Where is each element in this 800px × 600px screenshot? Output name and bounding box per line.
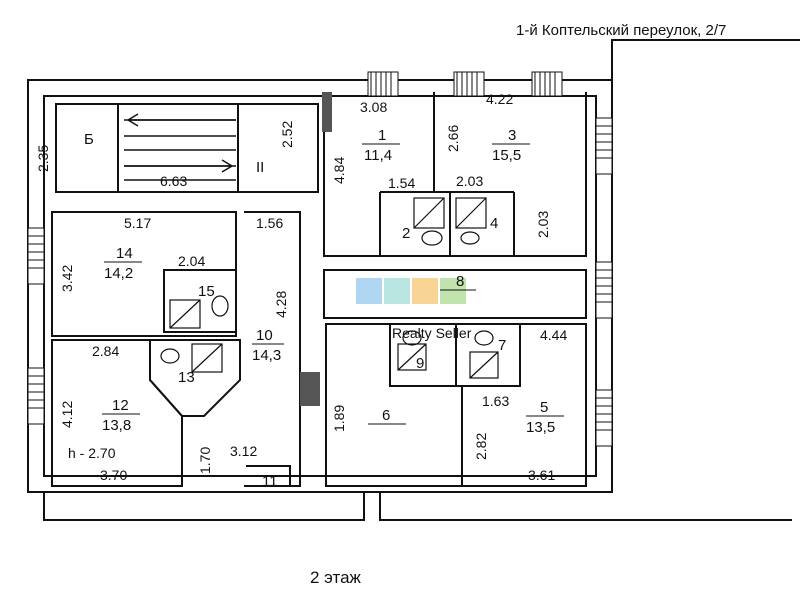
svg-text:2.04: 2.04: [178, 253, 205, 269]
room-b: Б 2.35 6.63: [35, 131, 187, 189]
svg-text:14,3: 14,3: [252, 347, 281, 364]
room-8: 9: [416, 355, 424, 372]
svg-text:3: 3: [508, 127, 516, 144]
svg-text:1.56: 1.56: [256, 215, 283, 231]
svg-text:14,2: 14,2: [104, 265, 133, 282]
svg-text:4.84: 4.84: [331, 157, 347, 184]
svg-text:13,5: 13,5: [526, 419, 555, 436]
svg-text:4: 4: [490, 215, 498, 232]
svg-text:2.03: 2.03: [456, 173, 483, 189]
svg-text:1.89: 1.89: [331, 405, 347, 432]
floor-label: 2 этаж: [310, 568, 361, 587]
svg-text:1.63: 1.63: [482, 393, 509, 409]
watermark-logo: [356, 278, 466, 304]
room-2: 1.54 2: [388, 175, 415, 242]
svg-text:2.35: 2.35: [35, 145, 51, 172]
room-1: 3.08 1 11,4 4.84: [331, 99, 400, 184]
svg-text:3.08: 3.08: [360, 99, 387, 115]
address-label: 1-й Коптельский переулок, 2/7: [516, 22, 727, 39]
room-12: 2.84 4.12 12 13,8 h - 2.70 3.70: [59, 343, 140, 483]
room-14: 5.17 3.42 14 14,2 2.04 1.56: [59, 215, 283, 292]
svg-text:3.61: 3.61: [528, 467, 555, 483]
svg-text:1.54: 1.54: [388, 175, 415, 191]
svg-text:II: II: [256, 159, 264, 176]
svg-text:1.70: 1.70: [197, 447, 213, 474]
room-9: 1.70 8: [440, 273, 476, 291]
svg-text:4.22: 4.22: [486, 91, 513, 107]
svg-text:6.63: 6.63: [160, 173, 187, 189]
svg-text:11: 11: [262, 473, 278, 490]
outer-walls: [27, 39, 800, 521]
svg-text:3.42: 3.42: [59, 265, 75, 292]
svg-text:Б: Б: [84, 131, 94, 148]
svg-text:13,8: 13,8: [102, 417, 131, 434]
svg-text:12: 12: [112, 397, 129, 414]
windows-sides: [27, 117, 613, 447]
room-11: 11: [262, 473, 278, 490]
svg-text:h - 2.70: h - 2.70: [68, 445, 116, 461]
room-4: 2.03 4 2.03: [456, 173, 551, 238]
svg-text:15: 15: [198, 283, 215, 300]
room-3: 4.22 3 15,5 2.66: [445, 91, 530, 164]
watermark-text: Realty Seller: [392, 325, 472, 341]
svg-text:2.66: 2.66: [445, 125, 461, 152]
svg-text:6: 6: [382, 407, 390, 424]
svg-text:14: 14: [116, 245, 133, 262]
room-7: 1.89 6: [331, 405, 406, 432]
sanitary-fixtures: [160, 197, 499, 379]
svg-text:8: 8: [456, 273, 464, 290]
svg-text:15,5: 15,5: [492, 147, 521, 164]
interior-walls: [51, 92, 587, 487]
svg-text:1: 1: [378, 127, 386, 144]
svg-text:3.70: 3.70: [100, 467, 127, 483]
svg-text:4.12: 4.12: [59, 401, 75, 428]
svg-text:7: 7: [498, 337, 506, 354]
room-ii: II 2.52: [256, 121, 295, 176]
column-hatched: [300, 92, 332, 406]
svg-text:4.28: 4.28: [273, 291, 289, 318]
svg-text:9: 9: [416, 355, 424, 372]
staircase: [124, 113, 236, 181]
room-15: 15: [198, 283, 215, 300]
svg-text:2.52: 2.52: [279, 121, 295, 148]
svg-text:5: 5: [540, 399, 548, 416]
svg-text:10: 10: [256, 327, 273, 344]
svg-text:3.12: 3.12: [230, 443, 257, 459]
svg-text:11,4: 11,4: [364, 147, 392, 164]
svg-text:2: 2: [402, 225, 410, 242]
room-10: 4.28 10 14,3 3.12: [230, 291, 289, 459]
room-6: 7 4.44: [498, 327, 567, 354]
svg-text:4.44: 4.44: [540, 327, 567, 343]
windows-top: [367, 71, 563, 97]
svg-text:5.17: 5.17: [124, 215, 151, 231]
svg-text:13: 13: [178, 369, 195, 386]
room-13: 13 1.70: [178, 369, 213, 474]
svg-text:2.03: 2.03: [535, 211, 551, 238]
svg-text:2.82: 2.82: [473, 433, 489, 460]
svg-text:2.84: 2.84: [92, 343, 119, 359]
room-5: 1.63 2.82 5 13,5 3.61: [473, 393, 564, 483]
